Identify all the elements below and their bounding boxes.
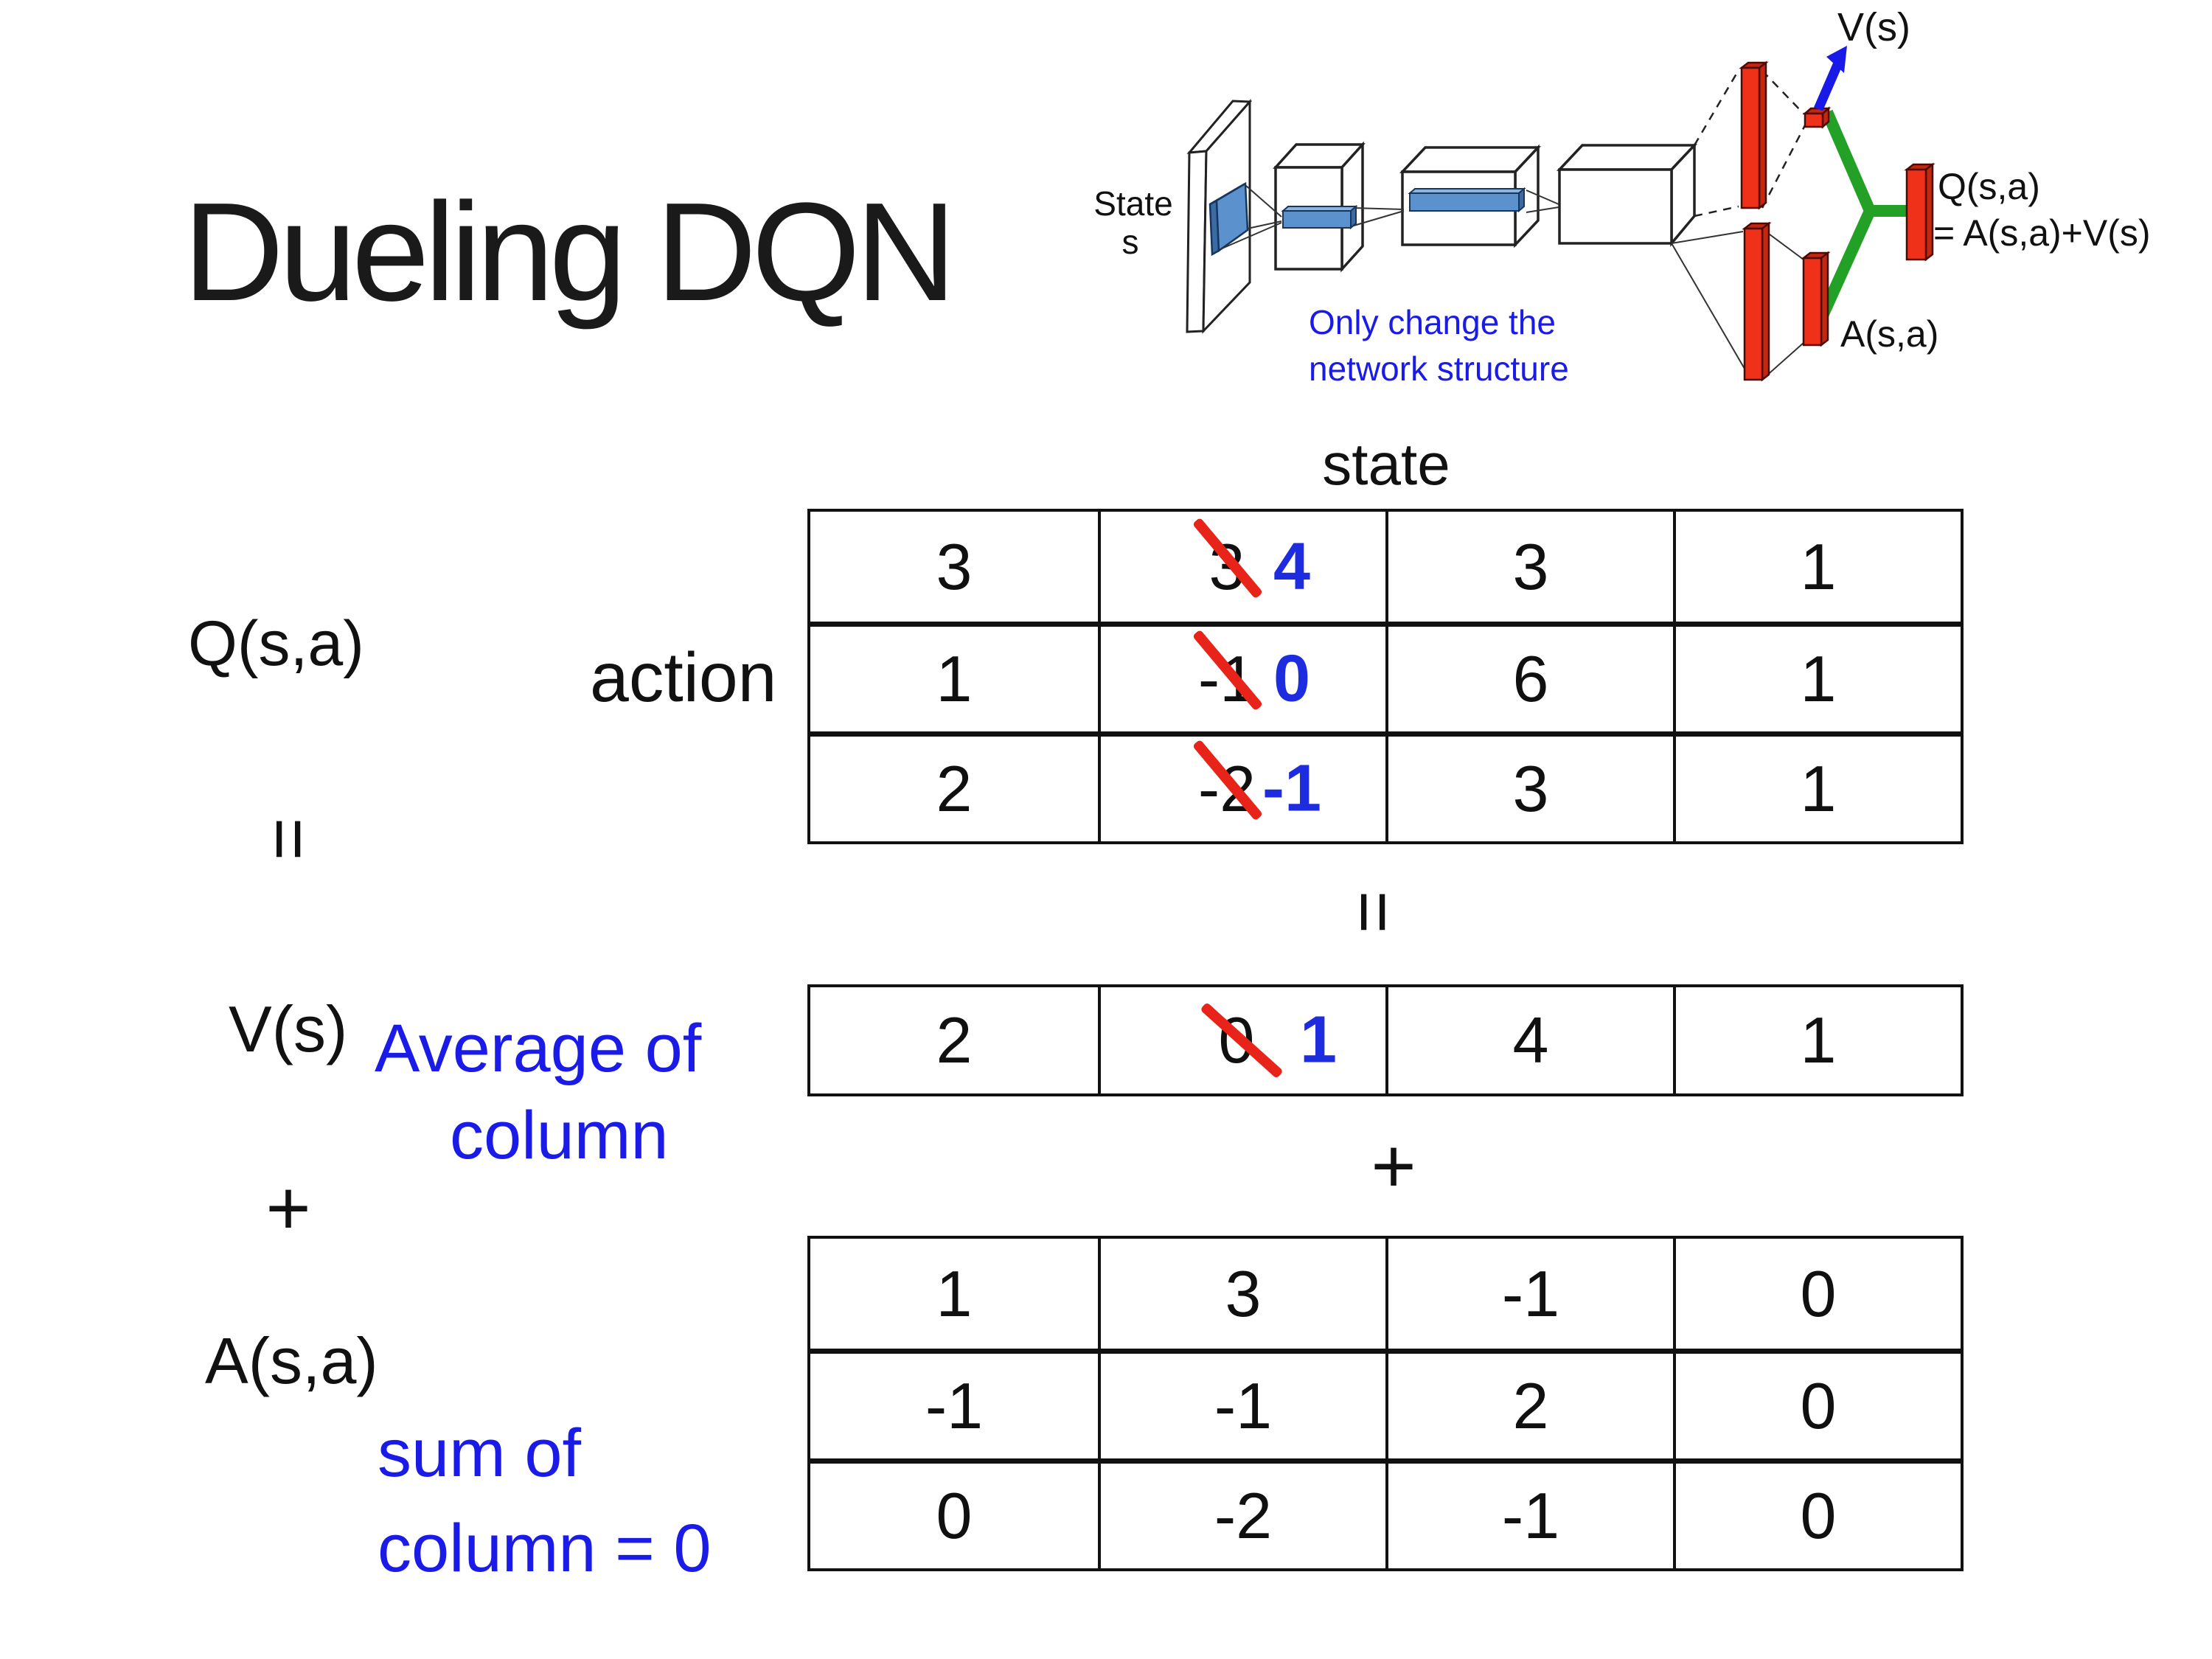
- q-cell: 2: [810, 731, 1098, 841]
- fc-bar-top: [1739, 60, 1769, 210]
- v-cell: 4: [1385, 987, 1673, 1093]
- diagram-q-label-line1: Q(s,a): [1938, 166, 2040, 207]
- action-label: action: [590, 639, 777, 717]
- a-cell: 0: [810, 1458, 1098, 1568]
- a-cell: -1: [1385, 1239, 1673, 1349]
- conv-feature-slab-2: [1408, 187, 1526, 213]
- v-table: 2 0 1 4 1: [807, 984, 1964, 1096]
- diagram-state-label: State: [1093, 184, 1172, 223]
- q-cell: 1: [810, 622, 1098, 731]
- a-cell: 2: [1385, 1349, 1673, 1458]
- q-cell-struck: 3 4: [1098, 512, 1385, 622]
- a-cell: -1: [810, 1349, 1098, 1458]
- q-cell: 1: [1673, 512, 1961, 622]
- plus-left: +: [265, 1164, 311, 1251]
- q-output-bar: [1904, 162, 1935, 262]
- diagram-q-label-line2: = A(s,a)+V(s): [1933, 212, 2151, 254]
- diagram-note-line1: Only change the: [1309, 303, 1556, 341]
- diagram-a-label: A(s,a): [1840, 313, 1938, 355]
- sum-note-line1: sum of: [378, 1416, 582, 1491]
- page-title: Dueling DQN: [183, 174, 956, 330]
- value-arrow-icon: [1814, 46, 1847, 111]
- q-cell: 1: [1673, 731, 1961, 841]
- q-cell: 1: [1673, 622, 1961, 731]
- network-diagram: State s V(s) Q(s,a) = A(s,a)+V(s) A(s,a)…: [1093, 5, 2151, 388]
- diagram-state-s-label: s: [1122, 223, 1139, 261]
- conv-box-3: [1556, 142, 1698, 247]
- equals-mid: =: [1332, 890, 1415, 934]
- sum-note-line2: column = 0: [378, 1511, 712, 1586]
- v-cell-struck: 0 1: [1098, 987, 1385, 1093]
- v-matrix-label: V(s): [229, 992, 348, 1065]
- q-cell: 3: [936, 529, 973, 603]
- q-cell: 3: [1385, 512, 1673, 622]
- a-cell: -1: [1385, 1458, 1673, 1568]
- a-cell: 0: [1673, 1239, 1961, 1349]
- q-cell-struck: -2 -1: [1098, 731, 1385, 841]
- a-cell: 1: [936, 1256, 973, 1330]
- diagram-note-line2: network structure: [1309, 349, 1569, 388]
- v-cell: 2: [936, 1004, 973, 1077]
- q-table: 3 3 4 3 1 1 -1 0 6 1 2 -2 -1 3 1: [807, 509, 1964, 844]
- a-matrix-label: A(s,a): [205, 1324, 378, 1397]
- conv-filter-patch: [1208, 181, 1249, 257]
- a-cell: 0: [1673, 1458, 1961, 1568]
- state-header: state: [1322, 431, 1450, 497]
- q-cell: 6: [1385, 622, 1673, 731]
- plus-mid: +: [1371, 1122, 1416, 1209]
- equals-left: =: [248, 817, 330, 861]
- conv-feature-slab-1: [1281, 204, 1358, 230]
- a-cell: -2: [1098, 1458, 1385, 1568]
- q-matrix-label: Q(s,a): [188, 608, 364, 679]
- branch-merge-lines: [1817, 109, 1910, 319]
- q-cell-struck: -1 0: [1098, 622, 1385, 731]
- a-cell: 3: [1098, 1239, 1385, 1349]
- dashed-connection-lines: [1693, 69, 1806, 218]
- q-cell: 3: [1385, 731, 1673, 841]
- advantage-bar: [1801, 251, 1831, 347]
- diagram-v-label: V(s): [1837, 5, 1910, 49]
- a-cell: 0: [1673, 1349, 1961, 1458]
- average-note-line2: column: [450, 1098, 669, 1173]
- value-node: [1802, 106, 1832, 129]
- average-note-line1: Average of: [375, 1011, 702, 1086]
- v-cell: 1: [1673, 987, 1961, 1093]
- a-table: 1 3 -1 0 -1 -1 2 0 0 -2 -1 0: [807, 1236, 1964, 1571]
- fc-bar-bottom: [1742, 221, 1772, 382]
- connection-lines: [1220, 185, 1804, 379]
- a-cell: -1: [1098, 1349, 1385, 1458]
